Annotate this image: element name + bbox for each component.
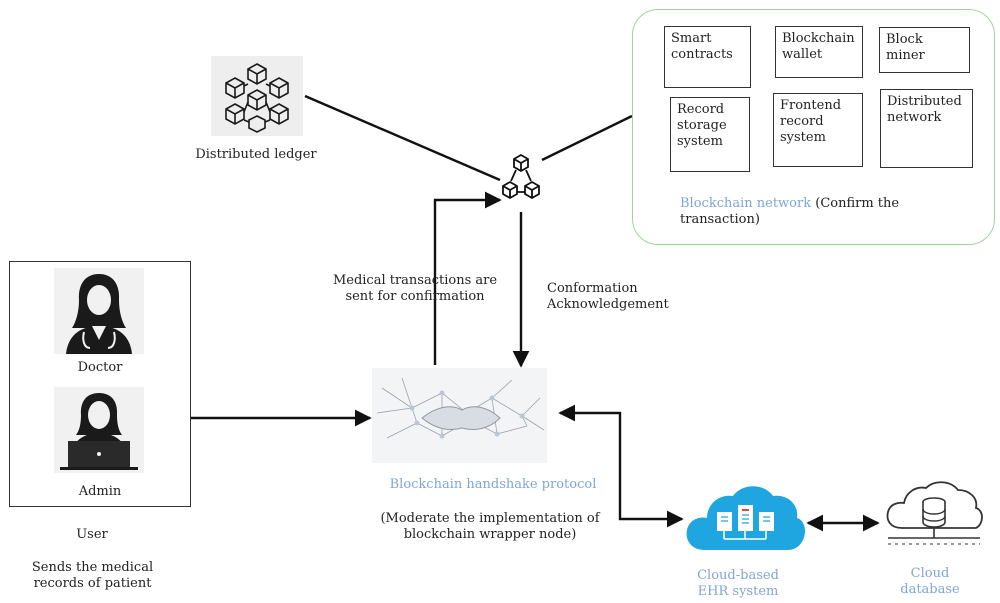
ledger-node-line (304, 94, 501, 182)
ehr-label: Cloud-based EHR system (697, 568, 779, 599)
acknowledgement-label: Conformation Acknowledgement (547, 281, 669, 312)
frontend-record-box: Frontend record system (773, 93, 863, 167)
block-miner-box: Block miner (879, 27, 970, 73)
blockchain-network-panel (632, 9, 995, 245)
doctor-icon (54, 268, 144, 354)
network-caption-title: Blockchain network (680, 196, 812, 211)
handshake-icon (372, 368, 547, 463)
db-label: Cloud database (900, 566, 960, 597)
smart-contracts-box: Smart contracts (664, 26, 751, 88)
network-caption: Blockchain network (Confirm the transact… (680, 196, 980, 228)
protocol-desc: (Moderate the implementation of blockcha… (380, 511, 600, 542)
doctor-label: Doctor (77, 360, 123, 375)
node-network-line (541, 114, 633, 162)
cloud-ehr-icon (683, 480, 808, 558)
admin-icon (54, 387, 144, 473)
admin-label: Admin (78, 484, 122, 499)
blockchain-node-icon (500, 152, 542, 212)
send-for-confirmation-label: Medical transactions are sent for confir… (332, 273, 498, 304)
cloud-database-icon (878, 478, 990, 554)
send-arrow (433, 191, 502, 365)
user-label: User (76, 527, 108, 542)
ledger-label: Distributed ledger (195, 147, 317, 162)
sends-records-label: Sends the medical records of patient (31, 560, 154, 591)
user-panel (9, 261, 191, 507)
protocol-ehr-arrow (558, 404, 684, 528)
distributed-network-box: Distributed network (880, 89, 973, 168)
network-caption-note: (Confirm the transaction) (680, 196, 900, 227)
distributed-ledger-icon (211, 56, 303, 136)
record-storage-box: Record storage system (670, 97, 750, 172)
blockchain-wallet-box: Blockchain wallet (775, 26, 863, 78)
protocol-title: Blockchain handshake protocol (389, 477, 597, 492)
